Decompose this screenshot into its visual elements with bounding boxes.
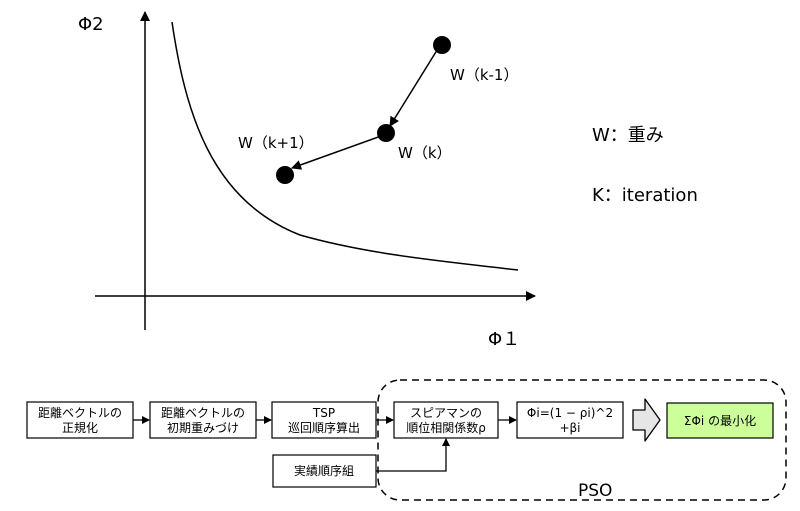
flow-box-initial-weight: 距離ベクトルの 初期重みづけ [149, 401, 257, 439]
flow-box-normalize: 距離ベクトルの 正規化 [26, 401, 134, 439]
flow-box-tsp: TSP 巡回順序算出 [271, 401, 377, 439]
label-w-k: W（k） [398, 144, 452, 162]
y-axis-label: Φ2 [78, 14, 104, 35]
pso-group-boundary [377, 379, 787, 501]
pareto-curve [171, 21, 519, 271]
point-w-k-minus-1 [433, 36, 451, 54]
label-w-k-plus-1: W（k+1） [238, 134, 314, 152]
point-w-k [377, 124, 395, 142]
input-box-text: 実績順序組 [294, 463, 354, 478]
legend-weight: W：重み [592, 125, 664, 146]
flow-box-actual-order: 実績順序組 [272, 454, 377, 488]
box4-line1: スピアマンの [410, 406, 482, 420]
box1-line2: 正規化 [62, 420, 98, 435]
flow-box-spearman: スピアマンの 順位相関係数ρ [393, 401, 499, 439]
label-w-k-minus-1: W（k-1） [450, 66, 518, 84]
flow-arrow-input [376, 438, 450, 472]
flow-box-minimize: ΣΦi の最小化 [666, 402, 774, 439]
x-axis-label: Φ１ [488, 329, 520, 350]
flow-box-phi-formula: Φi=(1 − ρi)^2 +βi [516, 401, 624, 439]
box4-line2: 順位相関係数ρ [406, 420, 486, 435]
box3-line1: TSP [312, 406, 335, 420]
box5-line2: +βi [559, 421, 580, 435]
big-block-arrow [632, 398, 661, 442]
box3-line2: 巡回順序算出 [288, 420, 360, 435]
box5-line1: Φi=(1 − ρi)^2 [527, 406, 613, 420]
point-w-k-plus-1 [276, 166, 294, 184]
step-arrow-1 [389, 46, 440, 127]
pso-label: PSO [578, 481, 612, 501]
box1-line1: 距離ベクトルの [38, 406, 122, 420]
legend-iteration: K：iteration [592, 185, 698, 206]
legend: W：重み K：iteration [592, 125, 698, 206]
step-arrow-2 [291, 134, 385, 170]
box6-text: ΣΦi の最小化 [684, 414, 756, 428]
box2-line2: 初期重みづけ [167, 421, 239, 435]
plot: Φ2 Φ１ W（k-1） W（k） W（k+1） [78, 11, 536, 350]
box2-line1: 距離ベクトルの [161, 406, 245, 420]
